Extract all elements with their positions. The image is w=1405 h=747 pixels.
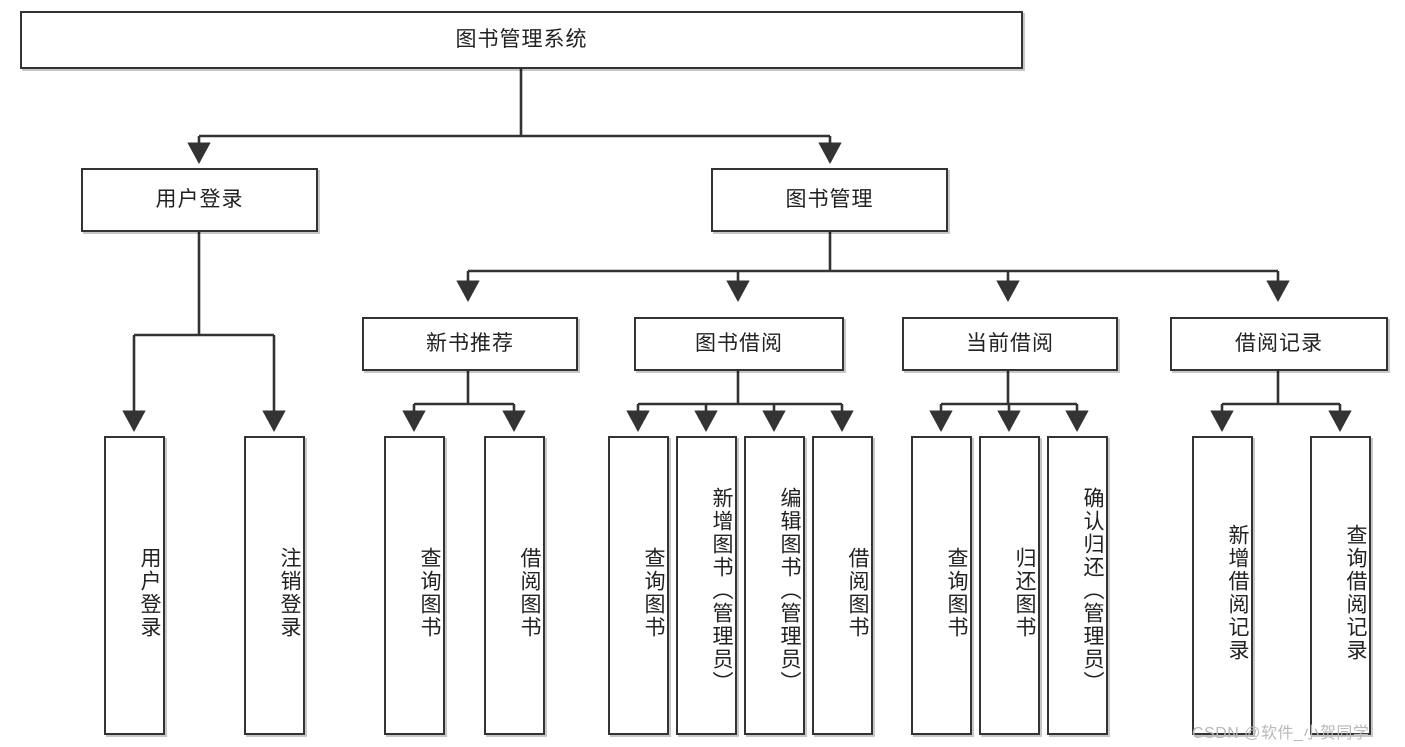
node-user-login[interactable]: 用户登录 <box>81 168 318 232</box>
leaf-confirm-return-admin[interactable]: 确认归还（管理员） <box>1047 436 1108 735</box>
leaf-query-book-current[interactable]: 查询图书 <box>911 436 972 735</box>
leaf-query-book-recommend[interactable]: 查询图书 <box>384 436 445 735</box>
leaf-add-book-admin[interactable]: 新增图书（管理员） <box>676 436 737 735</box>
leaf-user-login[interactable]: 用户登录 <box>104 436 165 735</box>
node-new-book-recommend[interactable]: 新书推荐 <box>362 317 578 371</box>
leaf-return-book[interactable]: 归还图书 <box>979 436 1040 735</box>
node-borrow-record[interactable]: 借阅记录 <box>1170 317 1388 371</box>
leaf-query-book-borrow[interactable]: 查询图书 <box>608 436 669 735</box>
leaf-borrow-book-recommend[interactable]: 借阅图书 <box>484 436 545 735</box>
csdn-watermark: CSDN @软件_小贺同学 <box>1192 725 1370 742</box>
node-root-system[interactable]: 图书管理系统 <box>20 11 1023 69</box>
leaf-add-borrow-record[interactable]: 新增借阅记录 <box>1192 436 1253 735</box>
leaf-edit-book-admin[interactable]: 编辑图书（管理员） <box>744 436 805 735</box>
node-current-borrow[interactable]: 当前借阅 <box>902 317 1118 371</box>
node-book-manage[interactable]: 图书管理 <box>711 168 948 232</box>
leaf-query-borrow-record[interactable]: 查询借阅记录 <box>1310 436 1371 735</box>
leaf-borrow-book[interactable]: 借阅图书 <box>812 436 873 735</box>
leaf-logout[interactable]: 注销登录 <box>244 436 305 735</box>
node-book-borrow[interactable]: 图书借阅 <box>634 317 844 371</box>
